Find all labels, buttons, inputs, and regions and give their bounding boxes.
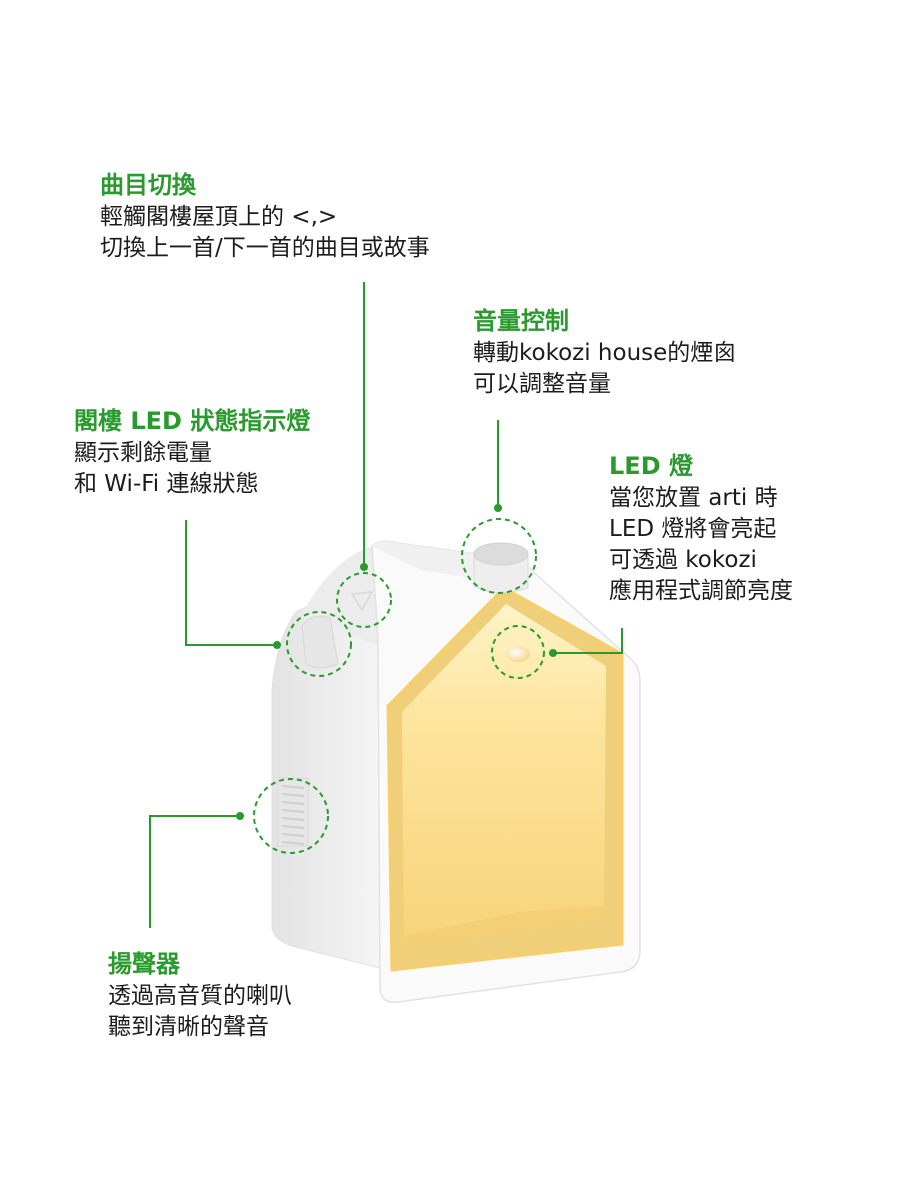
chimney-top xyxy=(473,542,529,566)
leader-led xyxy=(552,628,623,654)
annotation-title: 音量控制 xyxy=(473,307,569,335)
annotation-line: 切換上一首/下一首的曲目或故事 xyxy=(100,235,430,261)
annotation-volume-control: 音量控制 轉動kokozi house的煙囪 可以調整音量 xyxy=(473,304,736,400)
annotation-line: 可以調整音量 xyxy=(473,371,611,397)
leader-dot-volume xyxy=(494,504,502,512)
annotation-line: 可透過 kokozi xyxy=(609,547,757,573)
speaker-grille xyxy=(277,777,309,847)
callout-circle-speaker xyxy=(253,778,329,854)
annotation-line: 轉動kokozi house的煙囪 xyxy=(473,340,737,366)
annotation-line: 聽到清晰的聲音 xyxy=(108,1014,269,1040)
led-bulb xyxy=(506,646,530,662)
glow-floor xyxy=(404,906,604,948)
annotation-line: 應用程式調節亮度 xyxy=(609,578,793,604)
annotation-line: 輕觸閣樓屋頂上的 <,> xyxy=(100,204,338,230)
callout-circle-led xyxy=(491,625,545,679)
annotation-line: 當您放置 arti 時 xyxy=(609,485,778,511)
annotation-attic-led-status: 閣樓 LED 狀態指示燈 顯示剩餘電量 和 Wi-Fi 連線狀態 xyxy=(74,404,310,500)
annotation-speaker: 揚聲器 透過高音質的喇叭 聽到清晰的聲音 xyxy=(108,947,292,1043)
annotation-title: LED 燈 xyxy=(609,452,693,480)
track-button-arrow xyxy=(350,591,374,612)
annotation-led-light: LED 燈 當您放置 arti 時 LED 燈將會亮起 可透過 kokozi 應… xyxy=(609,449,793,607)
leader-speaker xyxy=(149,815,240,928)
callout-circle-track xyxy=(336,572,392,628)
leader-dot-led xyxy=(549,649,557,657)
callout-circle-status xyxy=(286,611,352,677)
annotation-line: 和 Wi-Fi 連線狀態 xyxy=(74,471,259,497)
annotation-line: LED 燈將會亮起 xyxy=(609,516,777,542)
annotation-title: 閣樓 LED 狀態指示燈 xyxy=(74,407,311,435)
leader-dot-track xyxy=(360,563,368,571)
attic-led-window xyxy=(301,615,339,669)
leader-dot-speaker xyxy=(236,812,244,820)
annotation-line: 顯示剩餘電量 xyxy=(74,440,212,466)
leader-dot-status xyxy=(273,641,281,649)
annotation-title: 揚聲器 xyxy=(108,950,180,978)
annotation-track-switch: 曲目切換 輕觸閣樓屋頂上的 <,> 切換上一首/下一首的曲目或故事 xyxy=(100,168,430,264)
glow-interior xyxy=(402,604,606,948)
annotation-line: 透過高音質的喇叭 xyxy=(108,983,292,1009)
annotation-title: 曲目切換 xyxy=(100,171,196,199)
callout-circle-volume xyxy=(461,518,537,594)
kokozi-house xyxy=(271,540,641,1003)
leader-status xyxy=(185,520,276,646)
